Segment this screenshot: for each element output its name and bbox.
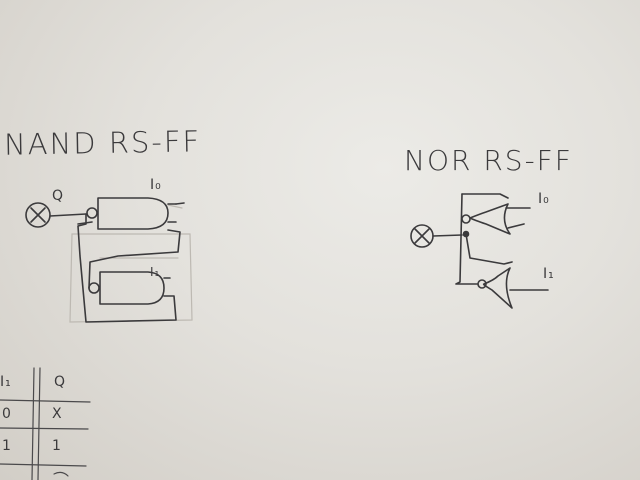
- table-partial-glyph: [53, 471, 69, 477]
- nand-gate-top-bubble: [86, 207, 98, 219]
- nor-output-wire: [432, 234, 463, 237]
- nand-feedback-wire-bottom: [77, 213, 177, 323]
- nor-gate-bottom-icon: [482, 267, 513, 309]
- nand-title: NAND RS-FF: [3, 124, 202, 162]
- nor-rs-ff-circuit: [410, 193, 549, 309]
- table-divider-vertical-a: [31, 367, 35, 480]
- nand-lamp-icon: [25, 202, 51, 228]
- nand-gate-bottom-bubble: [88, 282, 100, 294]
- nand-rs-ff-circuit: [25, 197, 185, 323]
- table-row-line-1: [0, 399, 91, 403]
- table-divider-vertical-b: [37, 367, 41, 480]
- nor-input-bottom-label: I₁: [543, 266, 555, 282]
- nand-input-top-label: I₀: [150, 177, 162, 193]
- nand-gate-bottom-icon: [99, 271, 165, 305]
- table-cell-r2-input: 1: [2, 438, 12, 454]
- nor-input-top-label: I₀: [538, 191, 550, 207]
- nand-gate-top-icon: [97, 197, 169, 230]
- table-cell-r1-output: X: [52, 406, 63, 422]
- truth-table-grid: [0, 367, 91, 480]
- nor-gate-top-icon: [469, 203, 511, 235]
- table-cell-r1-input: 0: [2, 406, 12, 422]
- nor-lamp-cross: [414, 228, 430, 244]
- pencil-guide-lines: [69, 204, 193, 323]
- nor-left-vertical-wire: [455, 193, 479, 285]
- table-row-line-2: [0, 427, 89, 430]
- nand-output-label: Q: [52, 188, 65, 204]
- nand-input-bottom-label: I₁: [150, 265, 161, 279]
- nand-lamp-cross: [30, 207, 46, 223]
- table-row-line-3: [0, 463, 87, 467]
- nor-title: NOR RS-FF: [404, 144, 573, 177]
- nand-output-wire: [49, 213, 87, 217]
- table-header-output: Q: [54, 374, 67, 390]
- nor-top-input-wires: [505, 207, 531, 229]
- table-cell-r2-output: 1: [52, 438, 62, 454]
- nand-feedback-wire-top: [88, 229, 181, 289]
- table-header-input: I₁: [0, 374, 12, 390]
